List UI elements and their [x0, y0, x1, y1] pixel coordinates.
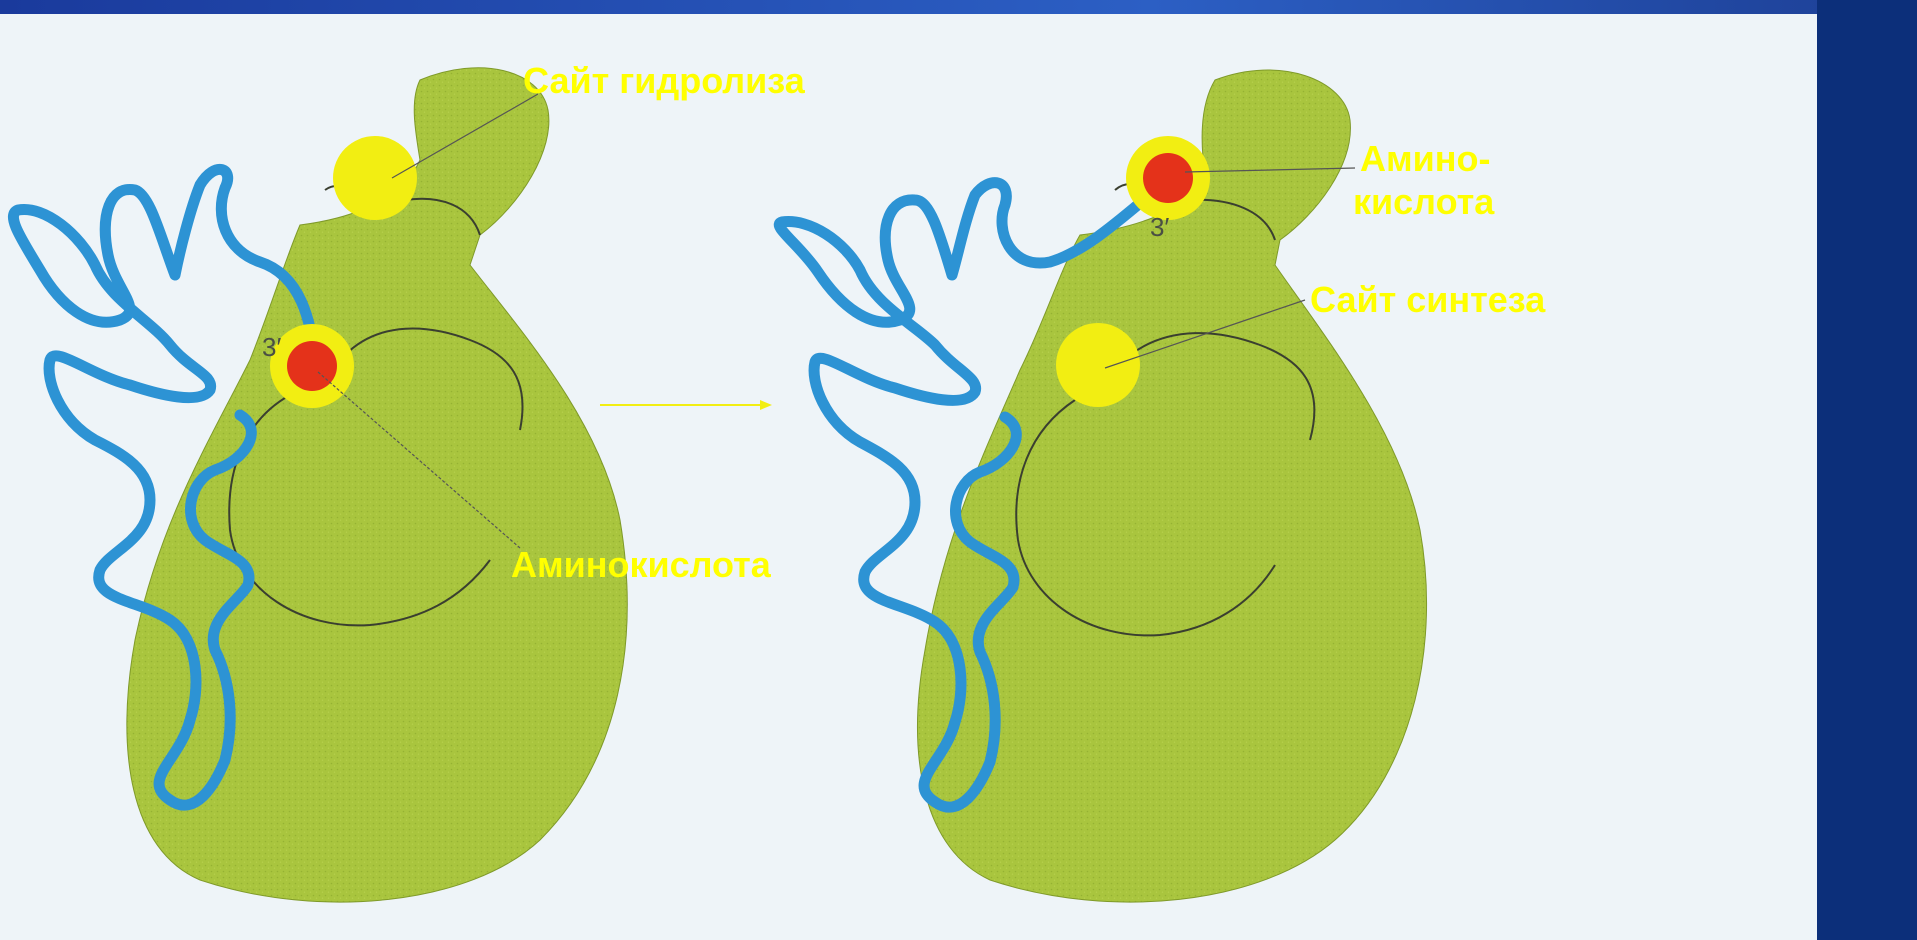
- three-prime-left: 3′: [262, 332, 281, 363]
- transition-arrow: [600, 400, 772, 410]
- amino-acid-left: [287, 341, 337, 391]
- label-hydrolysis-site: Сайт гидролиза: [523, 60, 805, 102]
- label-amino-acid-right-2: кислота: [1353, 181, 1494, 223]
- label-synthesis-site: Сайт синтеза: [1310, 279, 1545, 321]
- amino-acid-right: [1143, 153, 1193, 203]
- synthesis-site-circle: [1056, 323, 1140, 407]
- three-prime-right: 3′: [1150, 212, 1169, 243]
- label-amino-acid-left: Аминокислота: [511, 544, 771, 586]
- hydrolysis-site-circle: [333, 136, 417, 220]
- label-amino-acid-right-1: Амино-: [1360, 138, 1490, 180]
